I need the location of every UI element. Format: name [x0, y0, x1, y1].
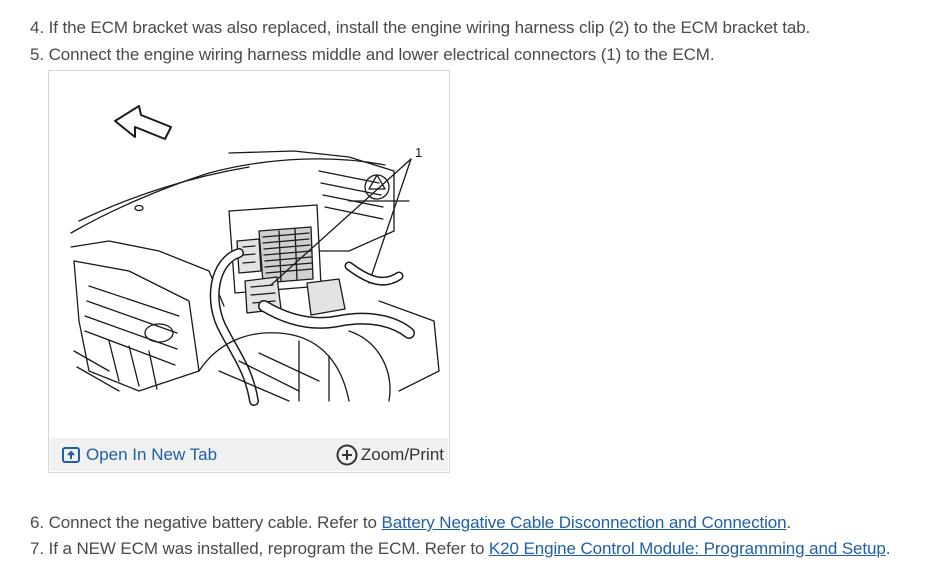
open-in-new-tab-icon [62, 446, 80, 463]
direction-arrow-icon [114, 105, 172, 140]
step-6-suffix: . [786, 513, 792, 532]
k20-ecm-programming-link[interactable]: K20 Engine Control Module: Programming a… [488, 539, 886, 558]
battery-negative-cable-link[interactable]: Battery Negative Cable Disconnection and… [381, 513, 787, 532]
ecm-harness-illustration: 1 [70, 105, 440, 406]
step-6-text: 6. Connect the negative battery cable. R… [30, 513, 382, 532]
step-4: 4. If the ECM bracket was also replaced,… [30, 18, 811, 37]
open-in-new-tab-label: Open In New Tab [86, 444, 218, 464]
ecm-illustration-figure: 1 Open In New Tab Zoom/Print [48, 70, 450, 473]
zoom-print-label: Zoom/Print [360, 444, 444, 464]
figure-toolbar: Open In New Tab Zoom/Print [50, 438, 448, 471]
step-6: 6. Connect the negative battery cable. R… [30, 512, 791, 534]
step-7-suffix: . [885, 539, 891, 558]
zoom-print-button[interactable]: Zoom/Print [336, 438, 444, 471]
zoom-plus-icon [336, 444, 358, 465]
step-5: 5. Connect the engine wiring harness mid… [30, 45, 715, 64]
step-7: 7. If a NEW ECM was installed, reprogram… [30, 538, 890, 560]
open-in-new-tab-button[interactable]: Open In New Tab [62, 438, 217, 471]
step-7-text: 7. If a NEW ECM was installed, reprogram… [30, 539, 489, 558]
callout-1-label: 1 [415, 145, 422, 160]
